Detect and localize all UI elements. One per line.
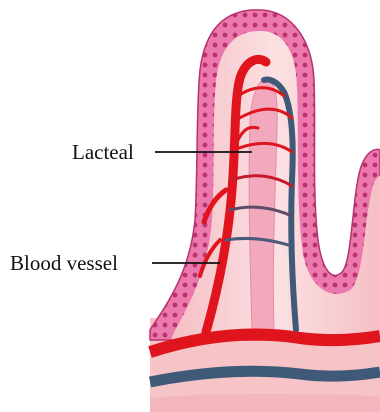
lacteal-label: Lacteal: [72, 142, 134, 163]
bottom-tissue: [150, 394, 380, 412]
lacteal-vessel: [249, 79, 277, 330]
blood-vessel-label: Blood vessel: [10, 253, 118, 274]
